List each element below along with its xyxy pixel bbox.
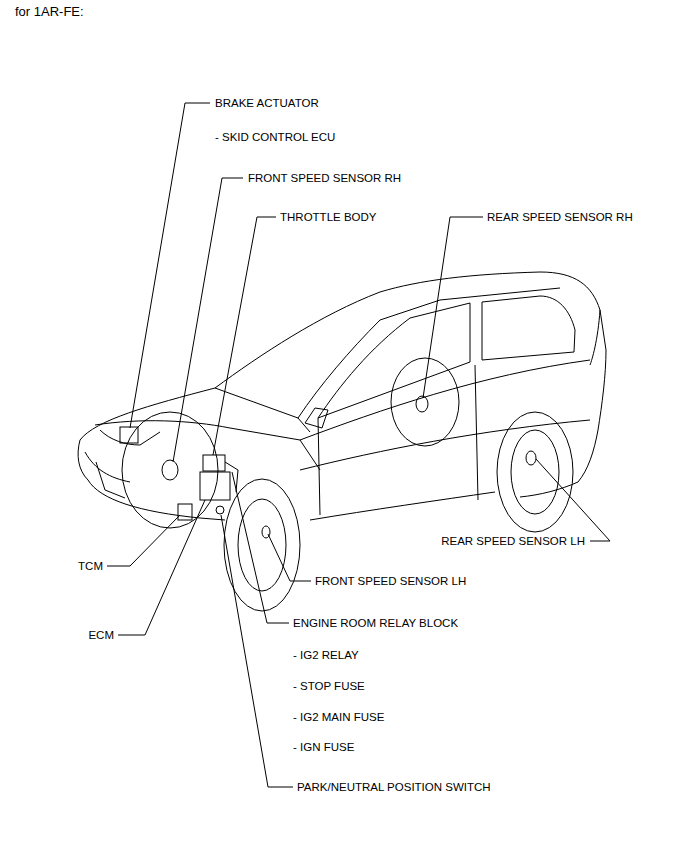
sub-part-name: - IG2 MAIN FUSE <box>293 710 384 724</box>
sub-part-name: - SKID CONTROL ECU <box>215 130 335 144</box>
wheels <box>122 358 573 611</box>
part-name: ECM <box>88 628 114 642</box>
sub-part-name: - STOP FUSE <box>293 679 365 693</box>
part-name: PARK/NEUTRAL POSITION SWITCH <box>297 780 491 794</box>
car-body <box>78 272 606 520</box>
part-name: FRONT SPEED SENSOR LH <box>315 574 466 588</box>
part-name: THROTTLE BODY <box>280 210 376 224</box>
leader-lines <box>107 103 610 787</box>
part-name: ENGINE ROOM RELAY BLOCK <box>293 616 458 630</box>
part-name: REAR SPEED SENSOR LH <box>441 534 585 548</box>
part-name: REAR SPEED SENSOR RH <box>487 210 633 224</box>
part-name: TCM <box>78 559 103 573</box>
part-name: BRAKE ACTUATOR <box>215 96 319 110</box>
sub-part-name: - IGN FUSE <box>293 740 354 754</box>
title: for 1AR-FE: <box>15 5 84 19</box>
sub-part-name: - IG2 RELAY <box>293 648 359 662</box>
part-name: FRONT SPEED SENSOR RH <box>248 171 401 185</box>
